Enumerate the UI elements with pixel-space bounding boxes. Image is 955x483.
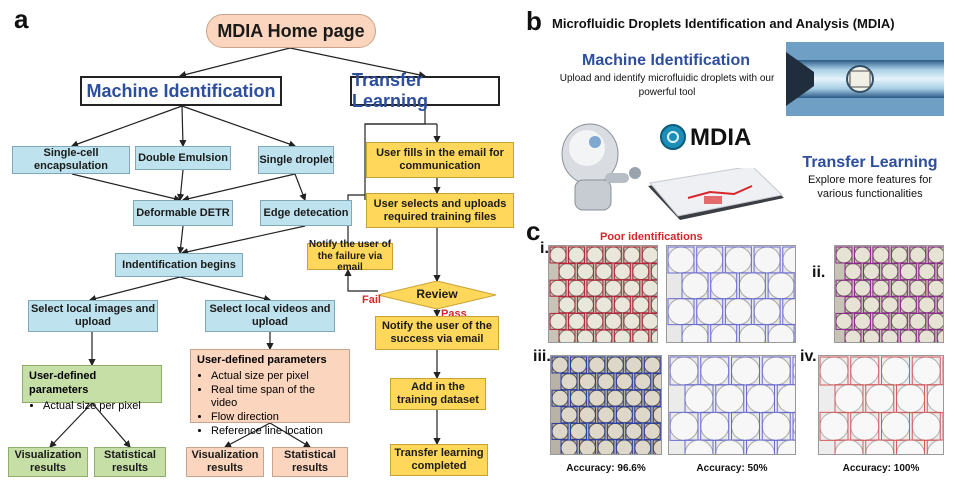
param-item: Actual size per pixel <box>211 370 343 384</box>
user-params-right: User-defined parameters Actual size per … <box>190 349 350 437</box>
user-params-right-title: User-defined parameters <box>197 354 327 366</box>
mdia-logo-text: MDIA <box>690 124 752 151</box>
stat-results-left: Statistical results <box>94 447 166 477</box>
accuracy-3: Accuracy: 100% <box>842 463 920 474</box>
mi-heading: Machine Identification <box>581 52 750 69</box>
add-training-node: Add in the training dataset <box>390 378 486 410</box>
notify-success-node: Notify the user of the success via email <box>375 316 499 350</box>
accuracy-1: Accuracy: 96.6% <box>566 463 646 474</box>
tl-text: Explore more features for various functi… <box>807 174 933 201</box>
upload-training-node: User selects and uploads required traini… <box>366 193 514 228</box>
select-images-node: Select local images and upload <box>28 300 158 332</box>
single-droplet-node: Single droplet <box>258 146 334 174</box>
notify-failure-node: Notify the user of the failure via email <box>307 239 393 274</box>
user-params-left-title: User-defined parameters <box>29 370 97 396</box>
home-page-node: MDIA Home page <box>206 14 376 48</box>
select-videos-node: Select local videos and upload <box>205 300 335 332</box>
tl-heading: Transfer Learning <box>802 154 938 171</box>
droplet-thumb-ii <box>834 245 944 343</box>
review-diamond <box>378 281 496 309</box>
transfer-learning-node: Transfer Learning <box>350 70 500 111</box>
tablet-illustration <box>648 165 784 224</box>
user-params-left: User-defined parameters Actual size per … <box>22 365 162 412</box>
param-item: Reference line location <box>211 425 343 439</box>
accuracy-2: Accuracy: 50% <box>696 463 768 474</box>
deformable-detr-node: Deformable DETR <box>133 200 233 226</box>
droplet-thumb-iv <box>818 355 944 455</box>
user-params-left-list: Actual size per pixel <box>29 400 155 414</box>
panel-a-letter: a <box>14 4 29 34</box>
param-item: Flow direction <box>211 411 343 425</box>
label-iii: iii. <box>533 348 551 365</box>
droplet-thumb-i-b <box>666 245 796 343</box>
droplet-thumb-i <box>548 245 658 343</box>
droplet-thumb-iii-b <box>668 355 796 455</box>
droplet-channel-image <box>786 42 944 116</box>
droplet-thumb-iii <box>550 355 662 455</box>
panel-c-letter: c <box>526 216 541 246</box>
poor-identifications-label: Poor identifications <box>600 231 703 243</box>
email-node: User fills in the email for communicatio… <box>366 142 514 178</box>
vis-results-right: Visualization results <box>186 447 264 477</box>
mi-text: Upload and identify microfluidic droplet… <box>559 73 775 98</box>
label-i: i. <box>540 240 549 257</box>
double-emulsion-node: Double Emulsion <box>135 146 231 170</box>
param-item: Real time span of the video <box>211 384 343 412</box>
tl-completed-node: Transfer learning completed <box>390 444 488 476</box>
single-cell-node: Single-cell encapsulation <box>12 146 130 174</box>
fail-label: Fail <box>362 294 381 306</box>
flowchart-connectors <box>49 47 441 448</box>
stat-results-right: Statistical results <box>272 447 348 477</box>
label-ii: ii. <box>812 264 826 281</box>
identification-begins-node: Indentification begins <box>115 253 243 277</box>
vis-results-left: Visualization results <box>8 447 88 477</box>
panel-b-letter: b <box>526 6 542 36</box>
panel-b-title: Microfluidic Droplets Identification and… <box>552 16 895 31</box>
edge-detection-node: Edge detecation <box>260 200 352 226</box>
label-iv: iv. <box>800 348 817 365</box>
machine-identification-node: Machine Identification <box>80 76 282 106</box>
review-label: Review <box>416 287 458 302</box>
robot-illustration <box>535 118 645 218</box>
param-item: Actual size per pixel <box>43 400 155 414</box>
user-params-right-list: Actual size per pixel Real time span of … <box>197 370 343 439</box>
mdia-logo-icon <box>660 124 686 150</box>
